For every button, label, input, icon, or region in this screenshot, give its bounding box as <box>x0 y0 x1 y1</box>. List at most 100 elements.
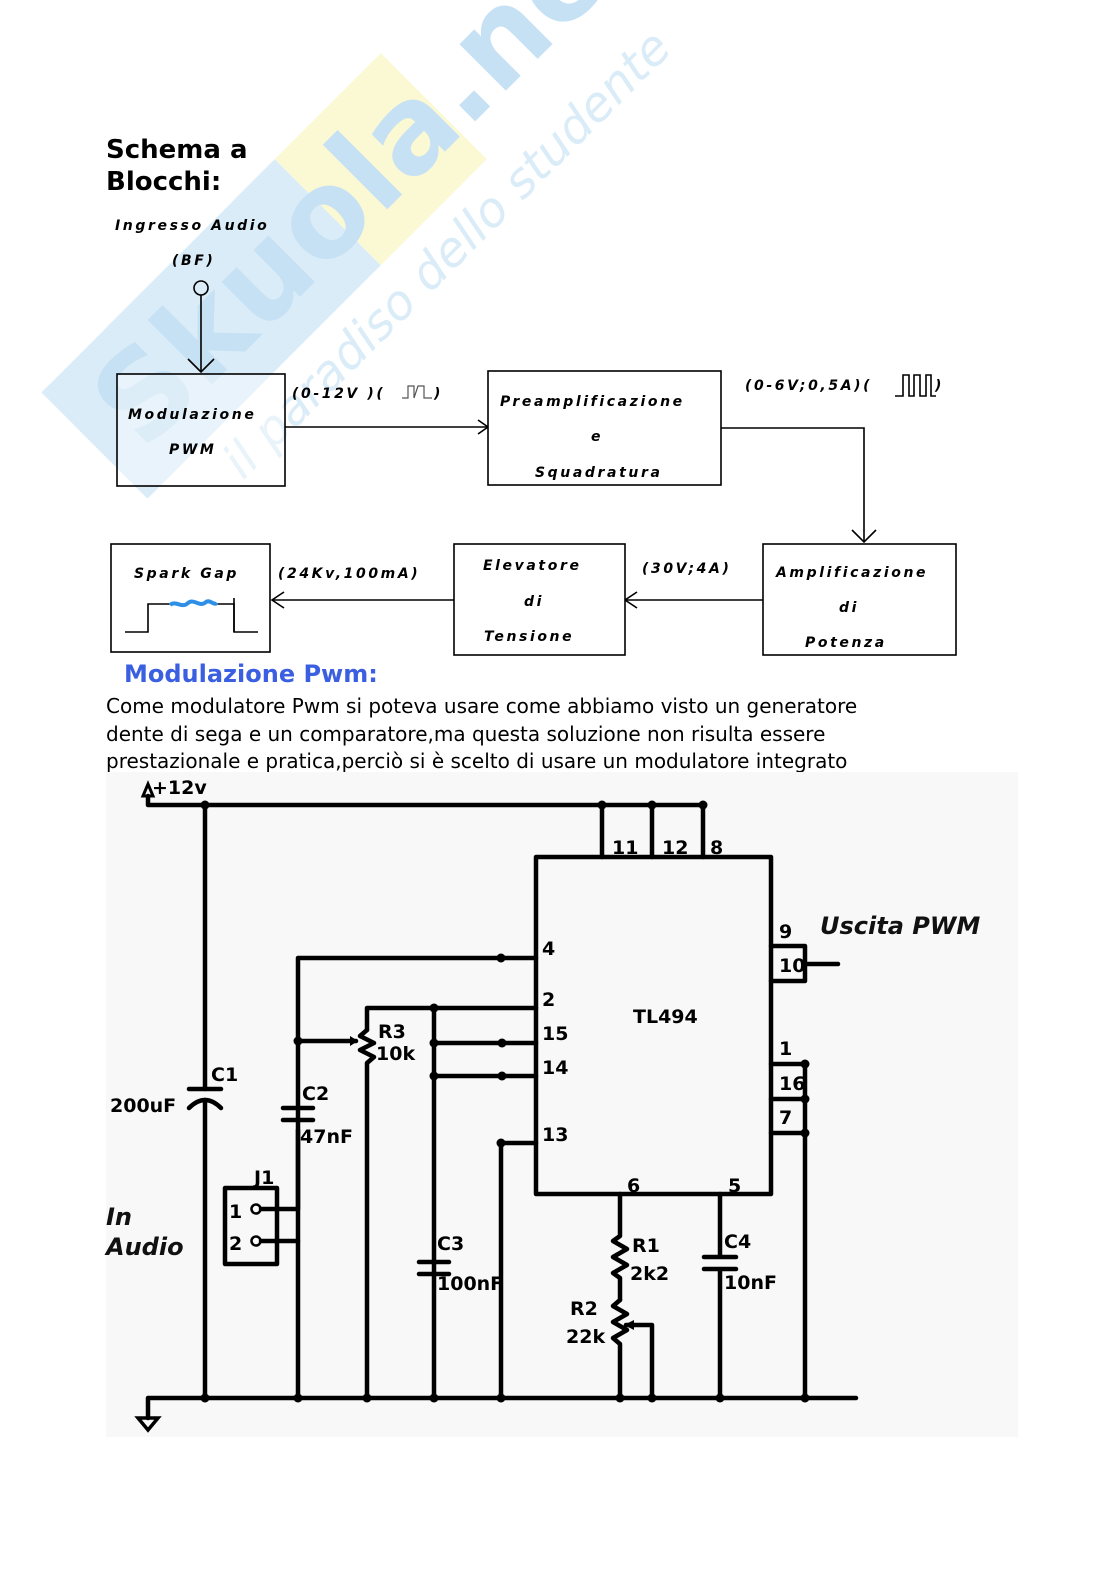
input-label: In <box>106 1203 132 1231</box>
r1-ref: R1 <box>632 1235 660 1257</box>
r1-value: 2k2 <box>630 1263 669 1285</box>
pwm-wave-icon <box>402 385 432 399</box>
title-line-1: Schema a <box>106 135 248 165</box>
block-boost-label-3: Tensione <box>484 629 574 645</box>
j1-pin-label: 1 <box>229 1201 242 1223</box>
r3-value: 10k <box>376 1043 415 1065</box>
j1-ref: J1 <box>252 1167 274 1189</box>
potentiometer-r3-icon <box>295 1027 377 1401</box>
c3-ref: C3 <box>437 1233 464 1255</box>
block-preamp-label-3: Squadratura <box>535 465 663 481</box>
c1-value: 200uF <box>110 1095 176 1117</box>
ic-body <box>533 854 774 1197</box>
arrow-icon <box>187 358 215 374</box>
j1-pin-label: 2 <box>229 1233 242 1255</box>
resistor-r1-icon <box>610 1191 630 1303</box>
input-sublabel: (BF) <box>172 253 215 269</box>
capacitor-c1-icon <box>186 1086 224 1401</box>
paragraph-line: Come modulatore Pwm si poteva usare come… <box>106 694 858 718</box>
junction-dot <box>496 953 506 963</box>
potentiometer-r2-icon <box>610 1297 655 1401</box>
block-spark <box>110 543 271 653</box>
block-boost-label: Elevatore <box>483 558 582 574</box>
junction-dot <box>200 1393 210 1403</box>
junction-dot <box>362 1393 372 1403</box>
pin-label: 10 <box>779 955 805 977</box>
supply-rail <box>145 793 706 808</box>
c2-ref: C2 <box>302 1083 329 1105</box>
junction-dot <box>429 1071 439 1081</box>
junction-dot <box>800 1094 810 1104</box>
input-label: Ingresso Audio <box>115 218 269 234</box>
block-pwm-label-2: PWM <box>169 442 216 458</box>
c2-value: 47nF <box>300 1126 353 1148</box>
c3-value: 100nF <box>437 1273 503 1295</box>
block-power-label: Amplificazione <box>775 565 928 581</box>
junction-dot <box>497 1071 507 1081</box>
paragraph-line: dente di sega e un comparatore,ma questa… <box>106 721 826 746</box>
pin-label: 2 <box>542 989 555 1011</box>
capacitor-c4-icon <box>701 1254 739 1272</box>
section-title: Modulazione Pwm: <box>124 660 378 688</box>
title-line-2: Blocchi: <box>106 167 222 197</box>
paragraph-line: prestazionale e pratica,perciò si è scel… <box>106 749 848 773</box>
ic-name: TL494 <box>633 1006 698 1028</box>
signal-label-preamp-power: (0-6V;0,5A)( <box>745 378 872 394</box>
capacitor-c3-icon <box>416 1259 452 1277</box>
wire-pin4 <box>295 955 539 1401</box>
wire-pin13 <box>498 1140 539 1401</box>
block-pwm-label: Modulazione <box>128 407 256 423</box>
signal-label-boost-spark: (24Kv,100mA) <box>278 566 420 582</box>
arrow-icon <box>851 529 877 544</box>
junction-dot <box>615 1393 625 1403</box>
junction-dot <box>496 1138 506 1148</box>
spark-gap-icon <box>125 598 258 633</box>
output-label: Uscita PWM <box>820 912 980 940</box>
junction-dot <box>715 1393 725 1403</box>
junction-dot <box>647 1393 657 1403</box>
connector-j1 <box>222 1185 280 1267</box>
input-label-2: Audio <box>104 1233 184 1261</box>
pin-label: 7 <box>779 1107 792 1129</box>
block-spark-label: Spark Gap <box>134 566 239 582</box>
block-power-label-2: di <box>839 600 859 616</box>
pin-label: 14 <box>542 1057 568 1079</box>
block-boost-label-2: di <box>524 594 544 610</box>
r2-ref: R2 <box>570 1298 598 1320</box>
signal-label-power-boost: (30V;4A) <box>642 561 731 577</box>
c4-ref: C4 <box>724 1231 751 1253</box>
pin-label: 12 <box>662 837 688 859</box>
block-pwm <box>116 373 286 487</box>
block-preamp-label-2: e <box>591 429 603 445</box>
pin-label: 5 <box>728 1175 741 1197</box>
pin-label: 11 <box>612 837 638 859</box>
block-boost <box>453 543 626 656</box>
pin-label: 16 <box>779 1073 805 1095</box>
junction-dot <box>293 1393 303 1403</box>
junction-dot <box>429 1038 439 1048</box>
pin-label: 8 <box>710 837 723 859</box>
pin-label: 9 <box>779 921 792 943</box>
supply-label: +12v <box>152 777 207 799</box>
pwm-wave-icon <box>895 374 936 397</box>
arrow-icon <box>270 591 285 609</box>
wire-pin2 <box>364 1005 539 1033</box>
pin-label: 1 <box>779 1038 792 1060</box>
junction-dot <box>429 1393 439 1403</box>
block-power <box>762 543 957 656</box>
block-diagram: Ingresso Audio (BF) Modulazione PWM (0-1… <box>110 218 957 656</box>
block-diagram-title: Schema a Blocchi: <box>106 134 248 198</box>
block-power-label-3: Potenza <box>805 635 887 651</box>
pin-label: 4 <box>542 938 555 960</box>
pin-label: 13 <box>542 1124 568 1146</box>
junction-dot <box>800 1393 810 1403</box>
junction-dot <box>497 1038 507 1048</box>
signal-label-pwm-preamp: (0-12V )( <box>292 386 385 402</box>
signal-label-end: ) <box>934 378 944 394</box>
section-paragraph: Come modulatore Pwm si poteva usare come… <box>106 693 986 776</box>
schematic-background <box>106 772 1018 1437</box>
capacitor-c2-icon <box>280 1105 316 1123</box>
c1-ref: C1 <box>211 1064 238 1086</box>
block-preamp <box>487 370 722 486</box>
r2-value: 22k <box>566 1326 605 1348</box>
